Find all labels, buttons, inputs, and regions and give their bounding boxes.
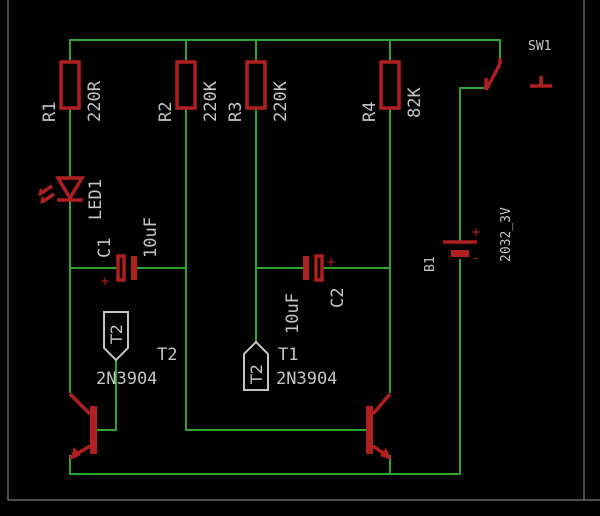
- capacitor-c2[interactable]: + 10uF C2: [283, 254, 348, 334]
- t2-name: T2: [157, 345, 177, 365]
- c1-name: C1: [95, 238, 115, 258]
- c2-plus-sign: +: [326, 255, 336, 269]
- net-tag-right-label: T2: [247, 364, 266, 385]
- r4-name: R4: [360, 102, 380, 122]
- transistor-t1[interactable]: T1 2N3904: [276, 345, 392, 460]
- battery-plus-sign: +: [471, 225, 481, 239]
- light-emission-arrows-icon: [38, 184, 55, 204]
- resistor-r1[interactable]: R1 220R: [40, 60, 105, 122]
- capacitor-c1[interactable]: + C1 10uF: [95, 217, 161, 288]
- t2-value: 2N3904: [96, 369, 157, 389]
- resistor-r2[interactable]: R2 220K: [156, 60, 221, 122]
- led1-name: LED1: [86, 179, 106, 220]
- c1-value: 10uF: [141, 217, 161, 258]
- net-tag-right[interactable]: T2: [243, 340, 269, 391]
- r3-value: 220K: [271, 80, 291, 122]
- sheet-frame: [7, 0, 600, 501]
- sw1-name: SW1: [528, 39, 551, 54]
- r4-value: 82K: [405, 87, 425, 118]
- resistor-r4[interactable]: R4 82K: [360, 60, 425, 122]
- b1-value: 2032_3V: [499, 207, 514, 262]
- c1-plus-sign: +: [100, 274, 110, 288]
- r2-value: 220K: [201, 80, 221, 122]
- wires: [69, 39, 501, 475]
- net-tag-left-label: T2: [107, 324, 126, 345]
- resistor-r3[interactable]: R3 220K: [226, 60, 291, 122]
- battery-b1[interactable]: + - B1 2032_3V: [423, 207, 514, 272]
- t1-name: T1: [278, 345, 298, 365]
- t1-value: 2N3904: [276, 369, 337, 389]
- transistor-t2[interactable]: T2 2N3904: [68, 345, 177, 460]
- switch-sw1[interactable]: SW1: [484, 39, 552, 91]
- r1-name: R1: [40, 102, 60, 122]
- b1-name: B1: [423, 256, 438, 272]
- r1-value: 220R: [85, 80, 105, 122]
- c2-value: 10uF: [283, 293, 303, 334]
- r2-name: R2: [156, 102, 176, 122]
- net-tag-left[interactable]: T2: [103, 311, 129, 362]
- r3-name: R3: [226, 102, 246, 122]
- c2-name: C2: [328, 288, 348, 308]
- battery-minus-sign: -: [473, 251, 477, 265]
- led-led1[interactable]: LED1: [38, 176, 106, 220]
